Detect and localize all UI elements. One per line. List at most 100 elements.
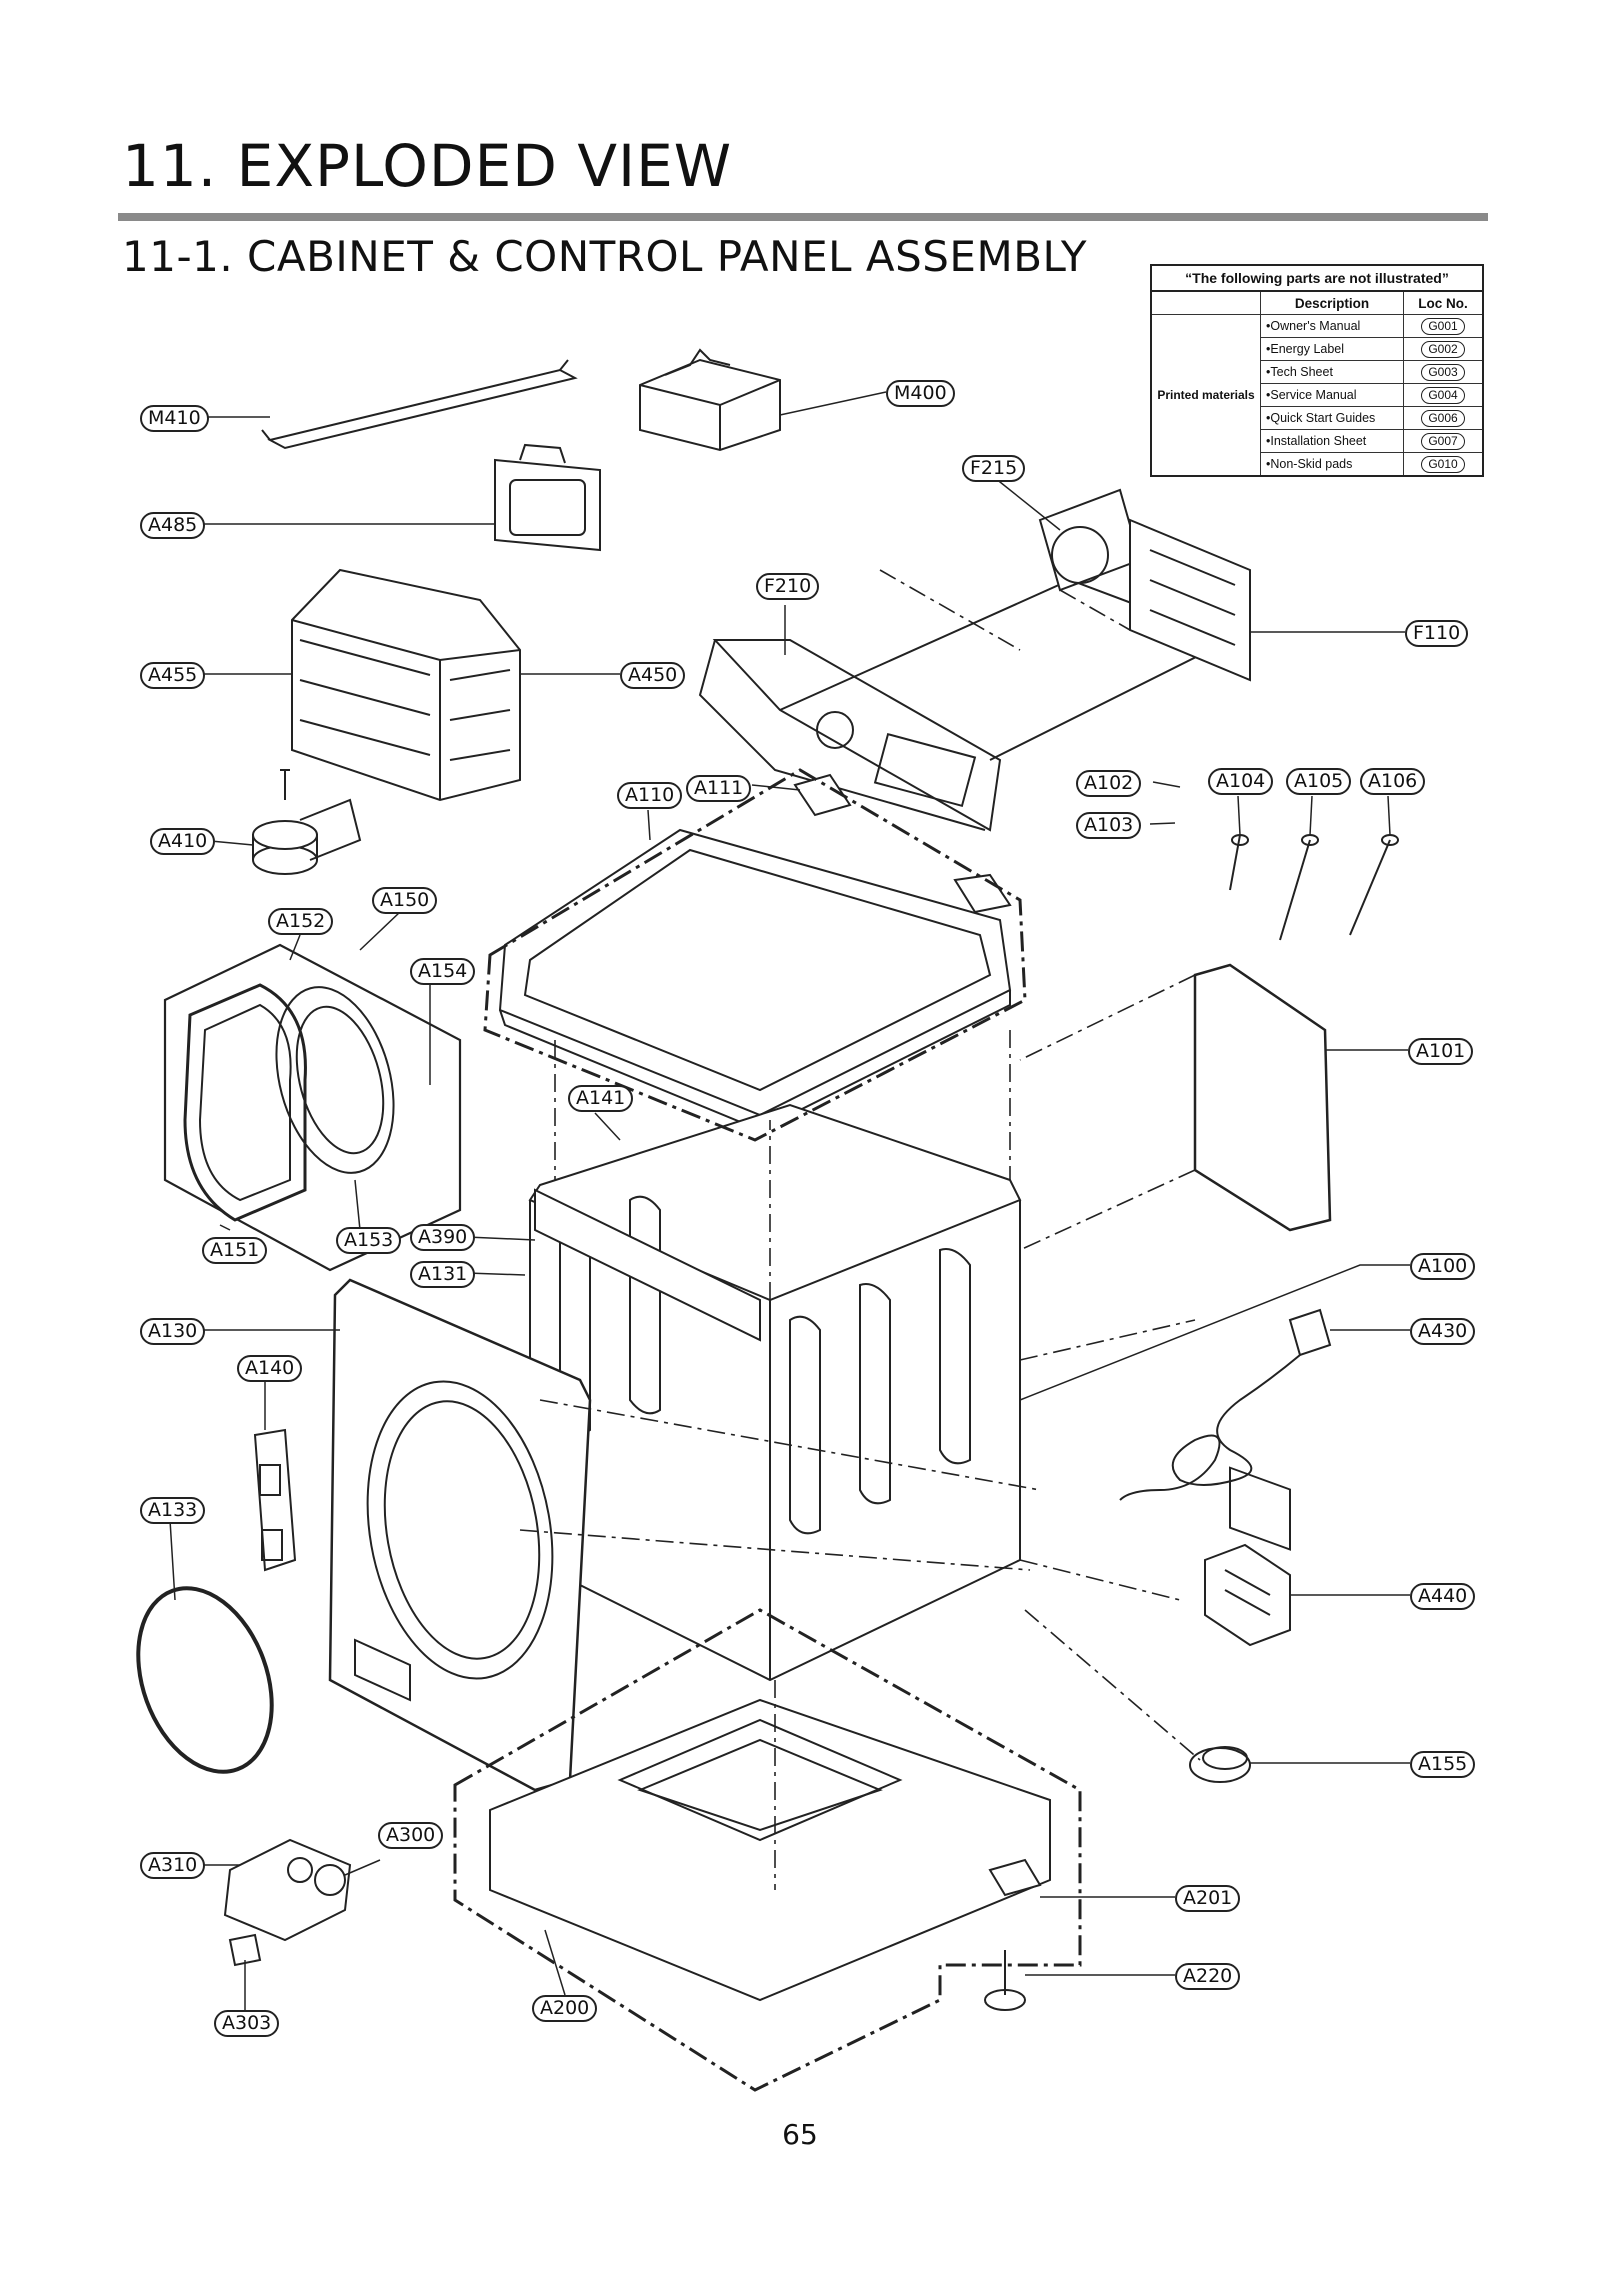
callout-A153: A153 — [336, 1227, 402, 1254]
door-group-outline — [163, 943, 462, 1272]
callout-A455: A455 — [140, 662, 206, 689]
callout-F110: F110 — [1405, 620, 1469, 647]
table-cell-desc: •Tech Sheet — [1260, 360, 1404, 384]
loc-pill: G003 — [1421, 363, 1465, 381]
table-cell-desc: •Service Manual — [1260, 383, 1404, 407]
callout-A104: A104 — [1208, 768, 1274, 795]
table-row: •Installation Sheet G007 — [1151, 429, 1484, 453]
callout-A106: A106 — [1360, 768, 1426, 795]
callout-A101: A101 — [1408, 1038, 1474, 1065]
callout-A450: A450 — [620, 662, 686, 689]
table-row: •Non-Skid pads G010 — [1151, 452, 1484, 477]
callout-A110: A110 — [617, 782, 683, 809]
callout-A310: A310 — [140, 1852, 206, 1879]
noise-filter-part — [1204, 1543, 1291, 1647]
callout-A151: A151 — [202, 1237, 268, 1264]
table-cell-desc: •Energy Label — [1260, 337, 1404, 361]
loc-pill: G010 — [1421, 455, 1465, 473]
not-illustrated-table: “The following parts are not illustrated… — [1150, 264, 1484, 477]
callout-A105: A105 — [1286, 768, 1352, 795]
base-frame-part — [489, 1698, 1051, 2002]
callout-A303: A303 — [214, 2010, 280, 2037]
main-pcb-housing-part — [291, 568, 521, 802]
assembly-guide-lines — [519, 569, 1201, 1890]
table-cell-desc: •Owner's Manual — [1260, 314, 1404, 338]
door-gasket-ring-part — [136, 1586, 274, 1774]
callout-A150: A150 — [372, 887, 438, 914]
callout-A133: A133 — [140, 1497, 206, 1524]
callout-A141: A141 — [568, 1085, 634, 1112]
front-brace-part — [534, 1188, 761, 1342]
filter-cap-part — [228, 1933, 262, 1967]
cabinet-part — [528, 1103, 1022, 1682]
leveling-feet-part — [984, 1858, 1042, 2011]
table-cell-desc: •Quick Start Guides — [1260, 406, 1404, 430]
table-header-loc: Loc No. — [1403, 290, 1484, 315]
callout-M410: M410 — [140, 405, 209, 432]
shock-absorbers-part — [1229, 834, 1399, 941]
table-cell-loc: G006 — [1403, 406, 1484, 430]
callout-A485: A485 — [140, 512, 206, 539]
callout-A103: A103 — [1076, 812, 1142, 839]
callout-A390: A390 — [410, 1224, 476, 1251]
top-bracket-part — [793, 773, 1012, 914]
callout-A440: A440 — [1410, 1583, 1476, 1610]
callout-A430: A430 — [1410, 1318, 1476, 1345]
callout-A200: A200 — [532, 1995, 598, 2022]
page-number: 65 — [782, 2118, 818, 2151]
rail-bracket-part — [261, 359, 578, 450]
dispenser-part — [1038, 488, 1142, 592]
table-cell-loc: G010 — [1403, 452, 1484, 477]
table-cell-desc: •Non-Skid pads — [1260, 452, 1404, 477]
group-outlines — [453, 768, 1082, 2092]
callout-A300: A300 — [378, 1822, 444, 1849]
loc-pill: G004 — [1421, 386, 1465, 404]
callout-A100: A100 — [1410, 1253, 1476, 1280]
callout-A102: A102 — [1076, 770, 1142, 797]
callout-A220: A220 — [1175, 1963, 1241, 1990]
callout-A131: A131 — [410, 1261, 476, 1288]
table-cell-loc: G004 — [1403, 383, 1484, 407]
callout-A201: A201 — [1175, 1885, 1241, 1912]
callout-A130: A130 — [140, 1318, 206, 1345]
door-part — [183, 983, 395, 1222]
page-heading: 11. EXPLODED VIEW — [122, 132, 733, 200]
front-panel-part — [328, 1278, 592, 1792]
display-pcb-part — [1129, 518, 1251, 682]
pressure-switch-part — [252, 769, 362, 875]
callout-A140: A140 — [237, 1355, 303, 1382]
cap-part — [1189, 1746, 1251, 1783]
table-cell-loc: G007 — [1403, 429, 1484, 453]
control-panel-part — [698, 578, 1233, 832]
display-cover-part — [494, 443, 601, 552]
table-group-label: Printed materials — [1150, 314, 1261, 477]
loc-pill: G006 — [1421, 409, 1465, 427]
callout-A154: A154 — [410, 958, 476, 985]
filter-cover-part — [223, 1838, 352, 1942]
callout-leader-lines — [169, 391, 1410, 2010]
heading-rule — [118, 213, 1488, 221]
callout-F210: F210 — [756, 573, 820, 600]
callout-A111: A111 — [686, 775, 752, 802]
callout-A152: A152 — [268, 908, 334, 935]
loc-pill: G001 — [1421, 317, 1465, 335]
door-hinge-part — [253, 1428, 297, 1572]
callout-F215: F215 — [962, 455, 1026, 482]
pcb-module-part — [639, 348, 781, 452]
callout-A410: A410 — [150, 828, 216, 855]
table-cell-desc: •Installation Sheet — [1260, 429, 1404, 453]
table-row: •Energy Label G002 — [1151, 337, 1484, 361]
table-row: •Service Manual G004 — [1151, 383, 1484, 407]
section-subheading: 11-1. CABINET & CONTROL PANEL ASSEMBLY — [122, 232, 1087, 281]
callout-M400: M400 — [886, 380, 955, 407]
table-row: Printed materials •Owner's Manual G001 — [1150, 314, 1484, 477]
power-cord-part — [1119, 1308, 1332, 1501]
table-row: •Quick Start Guides G006 — [1151, 406, 1484, 430]
callout-A155: A155 — [1410, 1751, 1476, 1778]
loc-pill: G007 — [1421, 432, 1465, 450]
table-cell-loc: G002 — [1403, 337, 1484, 361]
table-caption: “The following parts are not illustrated… — [1150, 264, 1484, 292]
loc-pill: G002 — [1421, 340, 1465, 358]
back-cover-part — [1193, 963, 1332, 1551]
